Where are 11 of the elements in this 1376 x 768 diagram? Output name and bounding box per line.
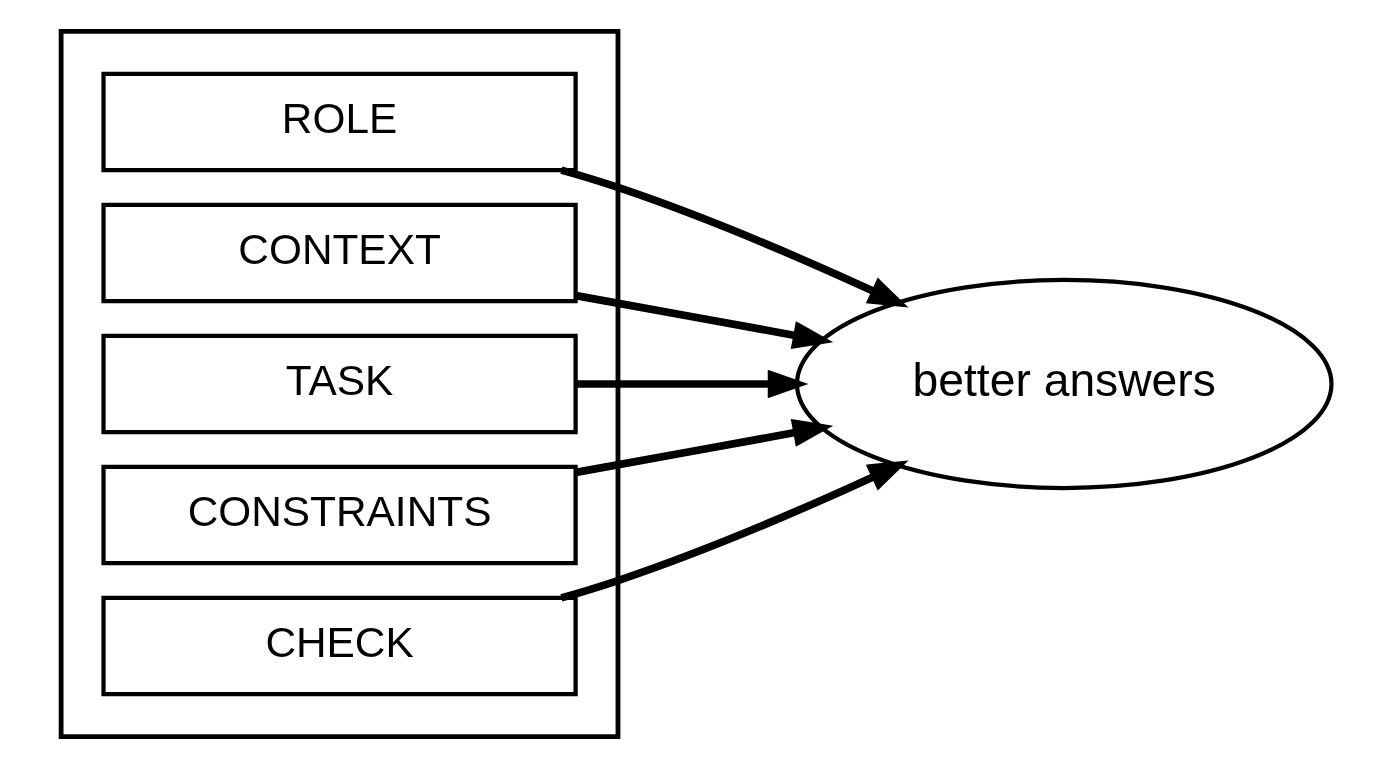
cluster <box>58 28 620 740</box>
node-box: TASK <box>100 333 578 435</box>
node-box: CONTEXT <box>100 202 578 304</box>
node-box: CONSTRAINTS <box>100 464 578 566</box>
arrow <box>574 418 833 477</box>
node-box: ROLE <box>100 71 578 173</box>
arrow <box>559 166 909 308</box>
node-box: CHECK <box>100 595 578 697</box>
arrow <box>559 460 909 602</box>
arrow <box>575 369 808 399</box>
arrow <box>574 291 833 350</box>
